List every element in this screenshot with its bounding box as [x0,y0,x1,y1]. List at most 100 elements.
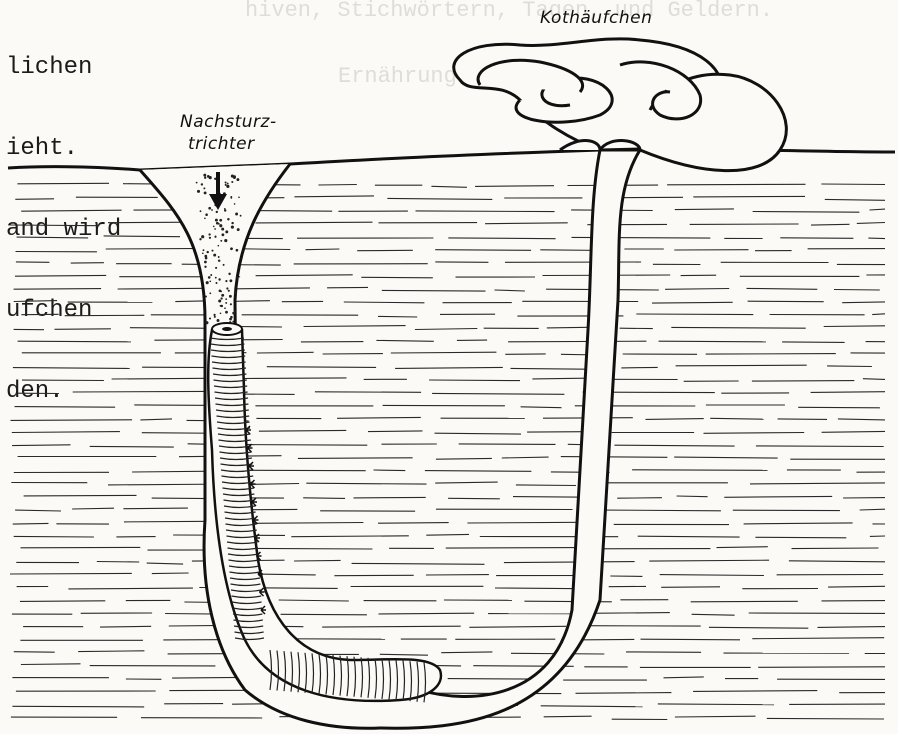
hatch-line [251,548,372,549]
hatch-line [291,536,409,537]
sand-dot [229,279,232,282]
hatch-line [152,498,211,499]
sand-dot [199,238,201,240]
hatch-line [459,444,556,445]
hatch-line [767,718,884,719]
hatch-line [659,341,766,342]
hatch-line [256,574,316,575]
hatch-line [825,199,885,200]
hatch-line [78,651,144,652]
sand-dot [211,209,213,211]
hatch-line [12,445,70,446]
hatch-line [475,186,554,187]
sand-dot [221,305,223,307]
sand-dot [219,289,222,292]
sand-dot [236,277,238,279]
sand-dot [215,236,217,238]
sand-dot [219,224,222,227]
sand-dot [204,255,207,258]
sand-dot [205,213,208,216]
hatch-line [541,706,643,707]
sediment-hatching [10,183,885,719]
hatch-line [818,627,886,628]
gill-tuft [249,462,254,470]
sand-dot [228,290,230,292]
sand-dot [206,281,209,284]
hatch-line [382,290,486,291]
hatch-line [237,327,282,328]
sand-dot [231,226,234,229]
hatch-line [652,302,733,303]
hatch-line [243,378,347,379]
hatch-line [649,560,769,561]
hatch-line [828,586,885,587]
hatch-line [495,290,525,291]
hatch-line [502,457,549,458]
hatch-line [12,706,144,707]
hatch-line [521,407,562,408]
sand-dot [223,264,225,266]
sand-dot [237,228,240,231]
hatch-line [257,352,314,353]
hatch-line [868,238,885,239]
hatch-line [304,326,406,327]
hatch-line [226,288,310,289]
hatch-line [665,289,729,290]
sand-dot [216,222,219,225]
sand-dot [208,207,211,210]
hatch-line [811,392,885,393]
hatch-line [758,667,885,668]
hatch-line [744,523,853,524]
sand-dot [231,222,233,224]
sand-dot [225,298,227,300]
sand-dot [234,310,236,312]
hatch-line [747,288,818,289]
sand-dot [203,174,206,177]
hatch-line [318,185,356,186]
hatch-line [842,302,885,303]
sand-dot [214,316,216,318]
hatch-line [12,432,120,433]
hatch-line [724,496,832,497]
sand-dot [203,187,205,189]
sand-dot [214,228,216,230]
hatch-line [706,354,836,355]
gill-tuft [251,480,256,488]
hatch-line [72,508,114,509]
hatch-line [322,626,461,627]
hatch-line [448,238,555,239]
hatch-line [811,224,850,225]
hatch-line [24,495,137,496]
hatch-line [378,613,474,614]
hatch-line [561,457,668,458]
hatch-line [247,445,368,446]
sand-dot [220,240,222,242]
hatch-line [256,275,353,276]
hatch-line [10,225,99,226]
sand-dot [204,217,206,219]
hatch-line [429,380,520,381]
sand-dot [232,321,234,323]
hatch-line [267,367,376,368]
hatch-line [14,536,94,537]
sand-dot [225,280,227,282]
hatch-line [306,249,340,250]
hatch-line [782,342,845,343]
hatch-line [576,693,672,694]
hatch-line [361,277,433,278]
hatch-line [752,381,854,382]
hatch-line [838,419,885,420]
sand-dot [209,176,212,179]
hatch-line [354,497,426,498]
hatch-line [778,419,827,420]
sand-dot [224,209,226,211]
hatch-line [416,211,555,212]
sand-dot [227,218,229,220]
sand-dot [206,251,208,253]
hatch-line [97,562,139,563]
hatch-line [485,223,568,224]
hatch-line [646,419,704,420]
hatch-line [677,496,708,497]
sand-dot [227,183,229,185]
